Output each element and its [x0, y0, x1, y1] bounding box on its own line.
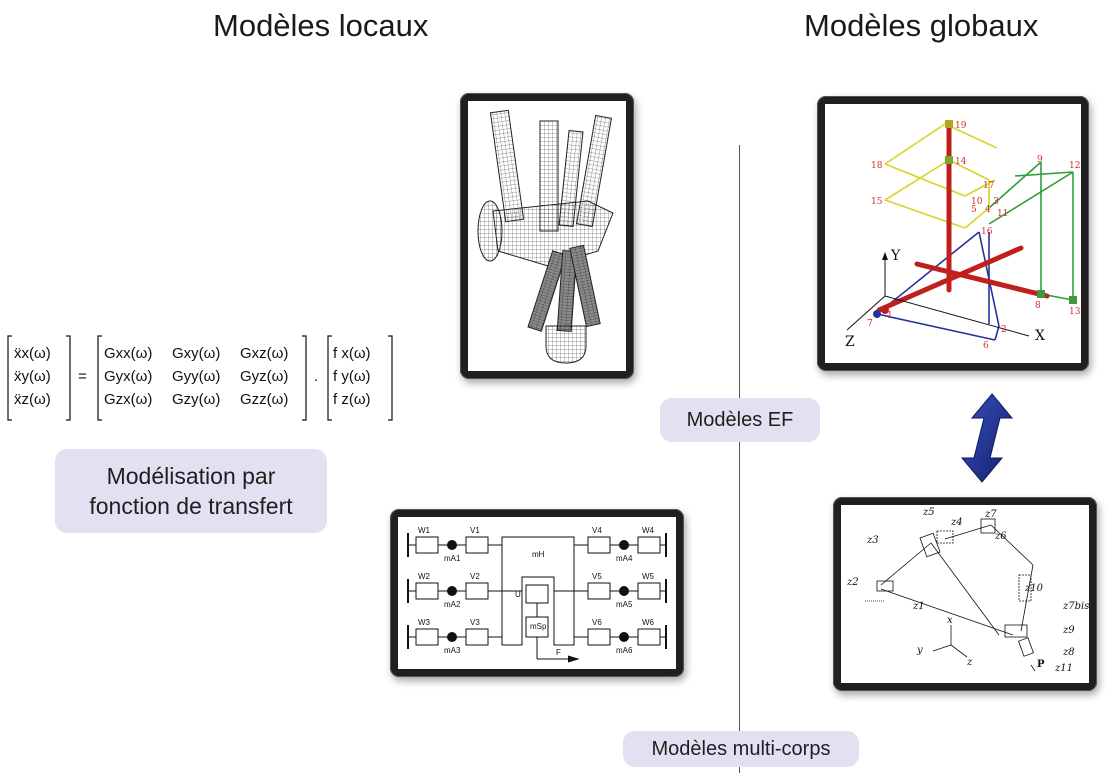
diagram-label: W1	[418, 526, 431, 535]
diagram-label: V2	[470, 572, 480, 581]
lumped-model-illustration: W1 V1 W2 V2 W3 V3 V4 W4 V5 W5 V6 W6 mA1 …	[407, 526, 667, 663]
g-zy: Gzy(ω)	[172, 391, 220, 408]
diagram-label: 8	[1035, 301, 1041, 311]
diagram-label: z10	[1024, 583, 1044, 594]
diagram-label: mH	[532, 550, 545, 559]
multibody-panel: z5 z4 z7 z6 z3 z2 z1 z10 z7bis z9 z8 z11…	[833, 497, 1097, 691]
g-yy: Gyy(ω)	[172, 368, 220, 385]
transfer-function-equation: ẍx(ω) ẍy(ω) ẍz(ω) = Gxx(ω) Gxy(ω) Gxz(ω)…	[6, 334, 396, 424]
diagram-label: P	[1037, 659, 1045, 670]
diagram-label: W4	[642, 526, 655, 535]
g-xy: Gxy(ω)	[172, 345, 220, 362]
diagram-label: W3	[418, 618, 431, 627]
diagram-label: z6	[994, 531, 1007, 542]
diagram-label: z2	[846, 577, 859, 588]
diagram-label: 6	[983, 341, 989, 351]
diagram-label: z	[966, 657, 973, 668]
lhs-x: ẍx(ω)	[14, 345, 51, 362]
diagram-label: z1	[912, 601, 925, 612]
diagram-label: 11	[997, 209, 1008, 219]
diagram-label: 17	[983, 181, 995, 191]
diagram-label: U	[515, 590, 521, 599]
diagram-label: 9	[1037, 155, 1043, 165]
diagram-label: 13	[1069, 307, 1081, 317]
diagram-label: z7bis	[1062, 601, 1089, 612]
diagram-label: 10	[971, 197, 983, 207]
diagram-label: 12	[1069, 161, 1080, 171]
diagram-label: W5	[642, 572, 655, 581]
fe-frame-illustration: Y X Z 1 2 3 4 5 6 7 8 9 10 11 12 13 14 1…	[845, 120, 1081, 351]
diagram-label: V5	[592, 572, 602, 581]
equals-sign: =	[78, 368, 87, 385]
diagram-label: z3	[866, 535, 879, 546]
diagram-label: z7	[984, 509, 997, 520]
diagram-label: mA5	[616, 600, 633, 609]
transfer-function-label: Modélisation par fonction de transfert	[55, 449, 327, 533]
dot-operator: .	[314, 368, 318, 385]
vertical-divider	[739, 145, 740, 773]
diagram-label: mSp	[530, 622, 547, 631]
multibody-illustration: z5 z4 z7 z6 z3 z2 z1 z10 z7bis z9 z8 z11…	[846, 507, 1089, 674]
diagram-label: y	[916, 645, 923, 656]
diagram-label: x	[947, 615, 953, 626]
diagram-label: 5	[971, 205, 977, 215]
diagram-label: mA1	[444, 554, 461, 563]
axis-z-label: Z	[845, 334, 855, 350]
diagram-label: V3	[470, 618, 480, 627]
diagram-label: mA6	[616, 646, 633, 655]
global-fe-frame-panel: Y X Z 1 2 3 4 5 6 7 8 9 10 11 12 13 14 1…	[817, 96, 1089, 371]
diagram-label: V1	[470, 526, 480, 535]
diagram-label: W2	[418, 572, 431, 581]
lhs-z: ẍz(ω)	[14, 391, 51, 408]
diagram-label: 3	[993, 197, 999, 207]
diagram-label: 14	[955, 157, 967, 167]
diagram-label: mA2	[444, 600, 461, 609]
g-zz: Gzz(ω)	[240, 391, 288, 408]
diagram-label: 15	[871, 197, 883, 207]
rhs-z: f z(ω)	[333, 391, 371, 408]
heading-global-models: Modèles globaux	[804, 8, 1039, 43]
fe-models-label: Modèles EF	[660, 398, 820, 442]
multibody-models-label: Modèles multi-corps	[623, 731, 859, 767]
double-arrow-icon	[952, 392, 1022, 484]
heading-local-models: Modèles locaux	[213, 8, 429, 43]
diagram-label: z8	[1062, 647, 1075, 658]
diagram-label: V6	[592, 618, 602, 627]
diagram-label: F	[556, 648, 561, 657]
diagram-label: z11	[1054, 663, 1073, 674]
lumped-model-panel: W1 V1 W2 V2 W3 V3 V4 W4 V5 W5 V6 W6 mA1 …	[390, 509, 684, 677]
diagram-label: mA4	[616, 554, 633, 563]
rhs-y: f y(ω)	[333, 368, 371, 385]
diagram-label: mA3	[444, 646, 461, 655]
lhs-y: ẍy(ω)	[14, 368, 51, 385]
diagram-label: z5	[922, 507, 935, 518]
diagram-label: 2	[1001, 325, 1007, 335]
diagram-label: V4	[592, 526, 602, 535]
diagram-label: W6	[642, 618, 655, 627]
diagram-label: z4	[950, 517, 963, 528]
g-xz: Gxz(ω)	[240, 345, 288, 362]
diagram-label: 1	[887, 311, 893, 321]
diagram-label: 16	[981, 227, 993, 237]
fe-mesh-illustration	[477, 109, 614, 364]
diagram-label: 18	[871, 161, 883, 171]
rhs-x: f x(ω)	[333, 345, 371, 362]
diagram-label: z9	[1062, 625, 1075, 636]
local-fe-mesh-panel	[460, 93, 634, 379]
diagram-label: 4	[985, 205, 991, 215]
g-zx: Gzx(ω)	[104, 391, 152, 408]
diagram-label: 7	[867, 319, 873, 329]
axis-x-label: X	[1035, 328, 1045, 344]
axis-y-label: Y	[890, 248, 901, 264]
g-yz: Gyz(ω)	[240, 368, 288, 385]
g-yx: Gyx(ω)	[104, 368, 152, 385]
g-xx: Gxx(ω)	[104, 345, 152, 362]
diagram-label: 19	[955, 121, 967, 131]
